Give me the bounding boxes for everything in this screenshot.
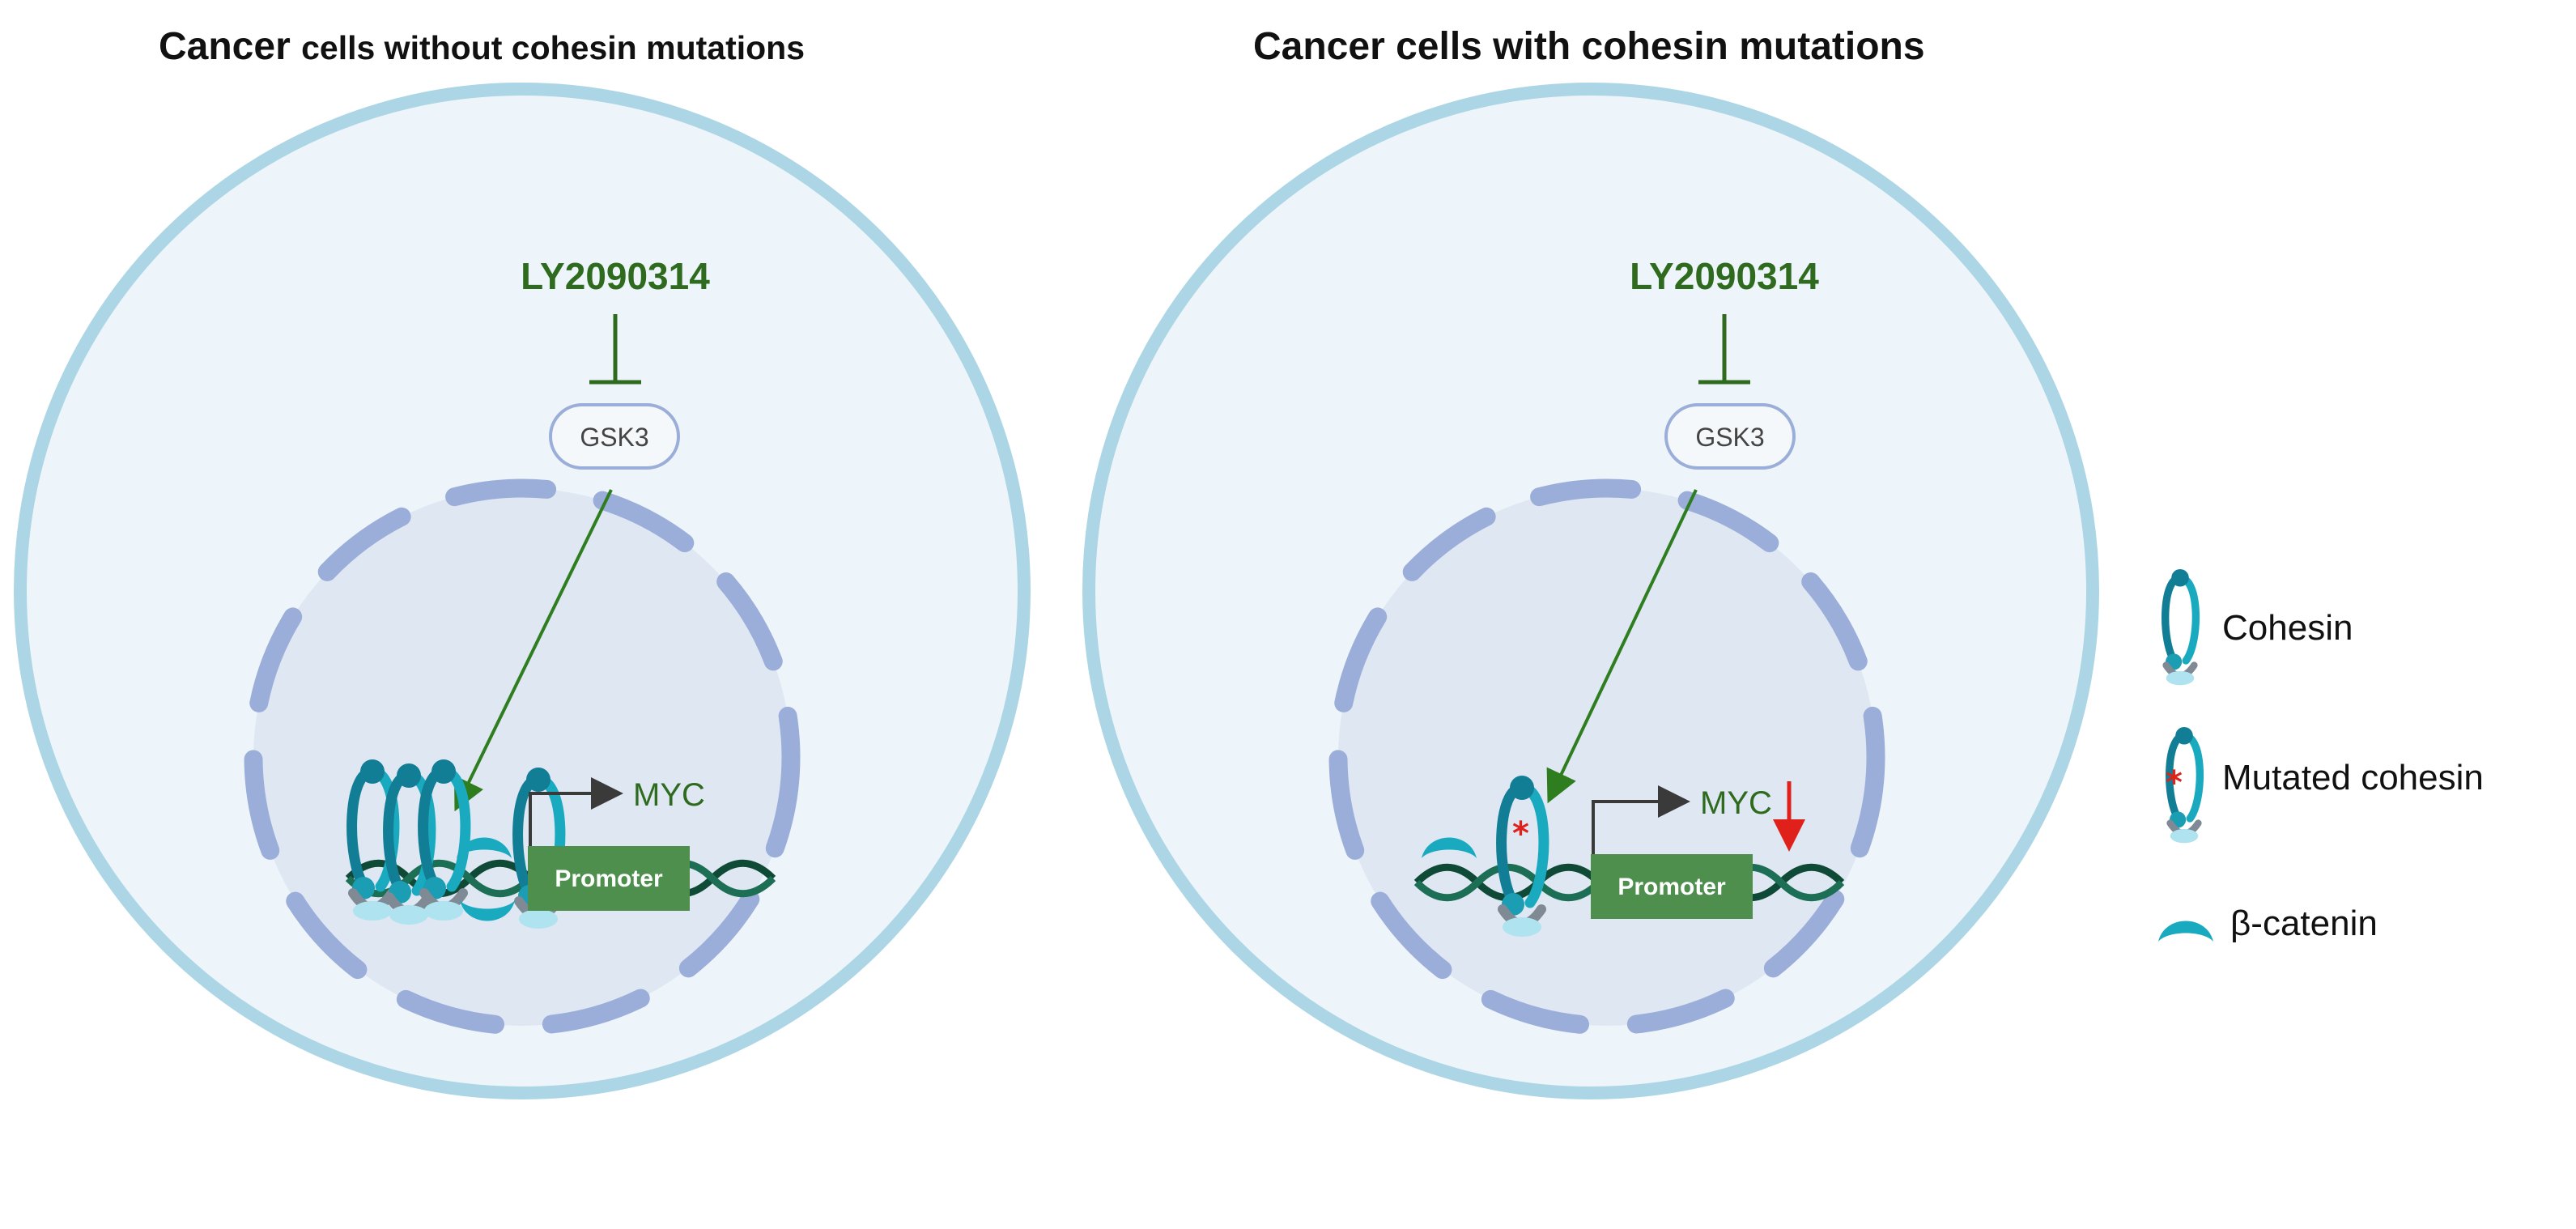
right-mutation-star: * <box>1512 815 1529 853</box>
left-myc-label: MYC <box>633 777 705 813</box>
right-gsk3-box <box>1664 403 1796 470</box>
legend: Cohesin * Mutated cohesin β-catenin <box>2158 569 2484 943</box>
left-promoter-box <box>528 846 690 911</box>
left-panel-title: Cancer cells without cohesin mutations <box>159 24 805 69</box>
right-cell: LY2090314 GSK3 * Promoter MYC <box>1082 83 2099 1099</box>
left-title-rest: cells without cohesin mutations <box>301 29 806 66</box>
right-myc-label: MYC <box>1700 785 1772 821</box>
legend-cohesin-icon <box>2166 569 2196 685</box>
right-panel-title: Cancer cells with cohesin mutations <box>1253 25 1925 68</box>
right-drug-label: LY2090314 <box>1630 255 1819 297</box>
legend-cohesin-label: Cohesin <box>2222 608 2353 648</box>
left-cell: LY2090314 GSK3 Promoter MYC <box>14 83 1031 1099</box>
left-gsk3-box <box>549 403 680 470</box>
left-drug-label: LY2090314 <box>521 255 710 297</box>
legend-mutation-star: * <box>2166 764 2183 802</box>
right-transcription-arrow <box>1592 785 1690 854</box>
legend-beta-catenin-label: β-catenin <box>2230 904 2378 943</box>
right-activation-arrow <box>1546 489 1698 804</box>
legend-beta-catenin-icon <box>2158 921 2213 942</box>
left-activation-arrow <box>454 489 613 812</box>
left-title-cancer: Cancer <box>159 25 291 68</box>
legend-mutated-cohesin-label: Mutated cohesin <box>2222 758 2484 797</box>
right-gsk3-label: GSK3 <box>1695 423 1764 452</box>
left-transcription-arrow <box>529 777 623 846</box>
right-promoter-label: Promoter <box>1617 874 1726 900</box>
left-gsk3-label: GSK3 <box>580 423 648 452</box>
right-promoter-box <box>1591 854 1753 919</box>
left-promoter-label: Promoter <box>555 865 663 892</box>
